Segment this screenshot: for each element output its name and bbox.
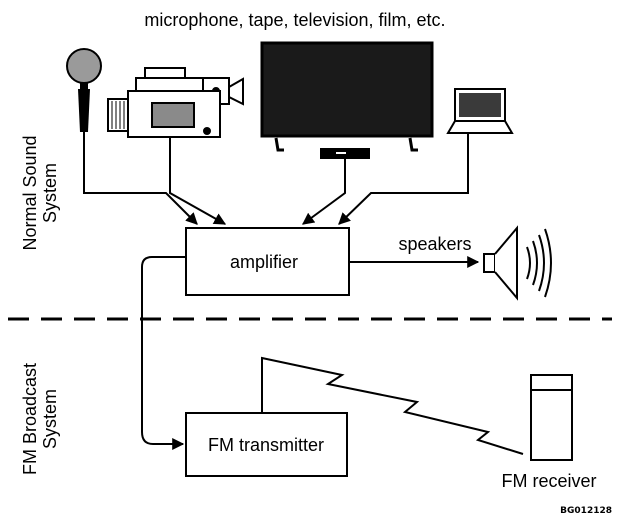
fm-broadcast-title-2: System [40, 389, 60, 449]
laptop-icon [446, 88, 514, 134]
amplifier-box: amplifier [185, 227, 350, 296]
fm-receiver-label: FM receiver [501, 471, 596, 491]
speaker-icon [483, 225, 552, 301]
figure-code: BG012128 [560, 506, 612, 516]
speakers-label: speakers [398, 234, 471, 254]
amplifier-label: amplifier [230, 252, 298, 272]
normal-sound-title: Normal Sound [20, 135, 40, 250]
broadcast-signal [261, 356, 524, 455]
fm-receiver-icon [530, 374, 573, 461]
fm-transmitter-box: FM transmitter [185, 412, 348, 477]
television-icon [260, 41, 434, 159]
fm-broadcast-title: FM Broadcast [20, 363, 40, 475]
microphone-icon [66, 48, 102, 132]
amplifier-to-transmitter-connector [141, 256, 186, 450]
normal-sound-title-2: System [40, 163, 60, 223]
source-connectors [83, 132, 469, 225]
fm-transmitter-label: FM transmitter [208, 435, 324, 455]
source-caption: microphone, tape, television, film, etc. [144, 10, 445, 30]
video-camera-icon [107, 67, 244, 138]
